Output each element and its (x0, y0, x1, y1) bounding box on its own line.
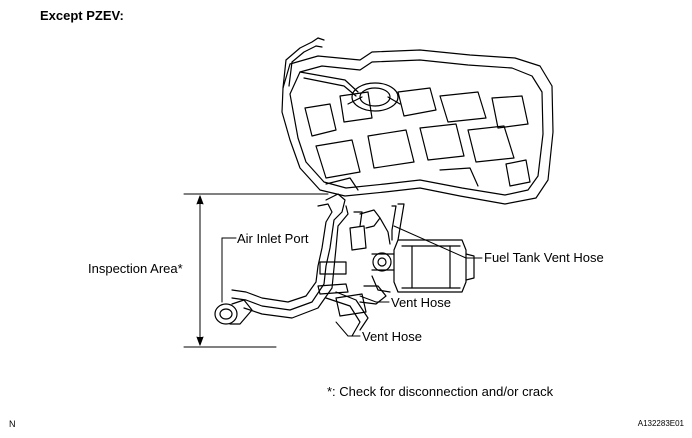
vent-hose-label-lower: Vent Hose (362, 329, 422, 344)
diagram-heading: Except PZEV: (40, 8, 124, 23)
vent-hose-label-upper: Vent Hose (391, 295, 451, 310)
filler-pipe-assembly (214, 193, 391, 337)
charcoal-canister (359, 203, 475, 305)
fuel-tank-vent-hose-label: Fuel Tank Vent Hose (484, 250, 604, 265)
fuel-tank (281, 37, 554, 205)
reference-code: A132283E01 (637, 419, 684, 428)
air-inlet-port-label: Air Inlet Port (237, 231, 309, 246)
leader-lines (221, 225, 483, 337)
inspection-area-label: Inspection Area* (88, 261, 183, 276)
inspection-area-bracket (183, 193, 329, 348)
inspection-footnote: *: Check for disconnection and/or crack (327, 384, 554, 399)
corner-mark: N (9, 419, 16, 429)
